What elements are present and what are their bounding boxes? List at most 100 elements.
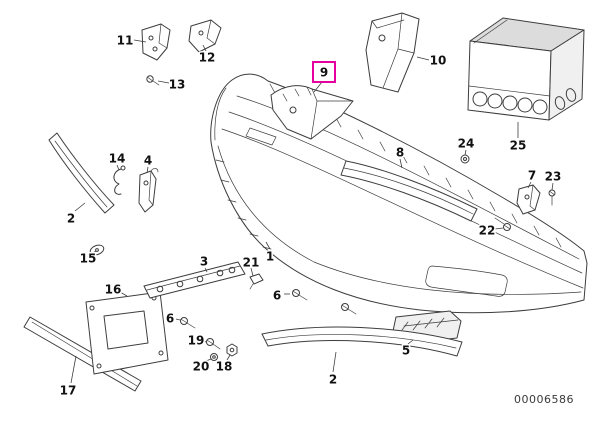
bracket-7-shape	[516, 184, 541, 215]
part-label-14[interactable]: 14	[107, 150, 127, 171]
part-label-11[interactable]: 11	[115, 32, 147, 49]
clip-15-tail	[87, 252, 94, 258]
bracket-11-outline	[141, 23, 171, 61]
bracket-12-inner-line	[206, 19, 216, 45]
bracket-10-outline	[365, 12, 420, 93]
screw-13-detail	[147, 77, 160, 86]
part-number-text-11: 11	[117, 34, 134, 48]
pad-5-hatch	[401, 317, 459, 331]
part-label-2-left[interactable]: 2	[65, 202, 86, 227]
bracket-10-hole	[378, 34, 386, 42]
part-label-15[interactable]: 15	[78, 250, 98, 267]
part-number-text-7: 7	[528, 169, 536, 183]
part-number-text-22: 22	[479, 224, 496, 238]
part-label-25[interactable]: 25	[508, 122, 528, 154]
part-label-4[interactable]: 4	[142, 152, 154, 174]
part-label-17[interactable]: 17	[58, 355, 78, 399]
screw-6-mid-detail	[342, 305, 357, 315]
part-label-5[interactable]: 5	[400, 339, 414, 359]
bracket-11-hole	[152, 46, 158, 52]
part-label-19[interactable]: 19	[186, 332, 207, 349]
bar-3-outline	[143, 261, 246, 299]
part-number-text-5: 5	[402, 344, 410, 358]
part-number-text-6-upper: 6	[273, 289, 281, 303]
part-number-text-10: 10	[430, 54, 447, 68]
part-number-text-1: 1	[266, 250, 274, 264]
foam-25-cell-side	[554, 96, 566, 110]
bracket-11-hole	[148, 35, 154, 41]
clip-15-body	[89, 244, 105, 256]
part-label-8[interactable]: 8	[394, 144, 406, 169]
bracket-4-outline	[138, 170, 157, 213]
hook-14-eye	[120, 165, 126, 171]
screw-19-detail	[207, 340, 221, 350]
part-label-6-upper[interactable]: 6	[271, 287, 290, 304]
leader-line-16	[119, 291, 128, 297]
plate-16-outline	[85, 291, 169, 375]
foam-25-cell	[487, 93, 503, 109]
leader-line-17	[70, 355, 77, 384]
part-label-6-lower[interactable]: 6	[164, 310, 181, 327]
screw-23-detail	[549, 191, 555, 206]
hook-14-outline	[113, 168, 122, 195]
strip-2-lower-inner-line	[265, 334, 457, 349]
screw-13-icon	[146, 75, 160, 86]
hook-14-shape	[113, 165, 126, 195]
leader-line-2-left	[74, 202, 86, 212]
part-label-3[interactable]: 3	[198, 253, 210, 273]
reinforcement-bar-3-shape	[143, 261, 246, 299]
part-label-9[interactable]: 9	[312, 61, 336, 93]
part-label-13[interactable]: 13	[157, 76, 187, 93]
part-number-text-14: 14	[109, 152, 126, 166]
screw-19-icon	[206, 338, 221, 350]
clip-21-tail	[249, 283, 254, 290]
part-label-23[interactable]: 23	[543, 168, 563, 191]
part-label-1[interactable]: 1	[264, 241, 276, 265]
leader-line-4	[146, 166, 149, 174]
part-number-text-2-lower: 2	[329, 373, 337, 387]
strip-2-left-outline	[48, 132, 115, 214]
washer-20-icon	[210, 353, 218, 361]
strip-17-inner-line	[31, 321, 138, 387]
trim-strip-2-lower-shape	[261, 326, 463, 357]
part-number-text-4: 4	[144, 154, 152, 168]
part-label-20[interactable]: 20	[191, 358, 212, 375]
grommet-24-outer	[460, 154, 470, 164]
nut-18-hole	[229, 347, 235, 353]
leader-line-14	[116, 164, 120, 171]
part-label-24[interactable]: 24	[456, 135, 476, 156]
part-label-18[interactable]: 18	[214, 354, 234, 375]
trim-strip-2-left-shape	[48, 132, 115, 214]
part-label-21[interactable]: 21	[241, 254, 261, 277]
part-label-22[interactable]: 22	[477, 222, 504, 239]
grommet-24-inner	[463, 157, 467, 161]
washer-20-outer	[210, 353, 218, 361]
strip-2-lower-outline	[261, 326, 463, 357]
leader-line-23	[551, 182, 554, 191]
bracket-12-outline	[188, 19, 222, 53]
leader-line-21	[250, 267, 254, 277]
part-label-2-lower[interactable]: 2	[327, 351, 339, 388]
part-number-text-15: 15	[80, 252, 97, 266]
bracket-10-inner-lines	[371, 12, 415, 89]
part-label-7[interactable]: 7	[526, 167, 538, 189]
leader-line-5	[407, 339, 414, 345]
part-number-text-25: 25	[510, 139, 527, 153]
leader-line-2-lower	[332, 351, 337, 373]
part-label-10[interactable]: 10	[416, 52, 448, 69]
leader-line-8	[399, 158, 403, 169]
plate-16-hole	[96, 363, 102, 369]
part-number-text-3: 3	[200, 255, 208, 269]
leader-line-6-lower	[175, 318, 181, 321]
part-label-16[interactable]: 16	[103, 281, 128, 298]
mounting-plate-16-shape	[85, 291, 169, 375]
clip-15-shape	[87, 244, 105, 258]
bumper-plate-recess	[425, 265, 508, 297]
screw-6-lower-detail	[181, 319, 196, 329]
foam-25-cell	[517, 97, 533, 113]
part-label-12[interactable]: 12	[197, 44, 217, 66]
leader-line-13	[157, 80, 170, 84]
leader-line-3	[204, 267, 208, 273]
